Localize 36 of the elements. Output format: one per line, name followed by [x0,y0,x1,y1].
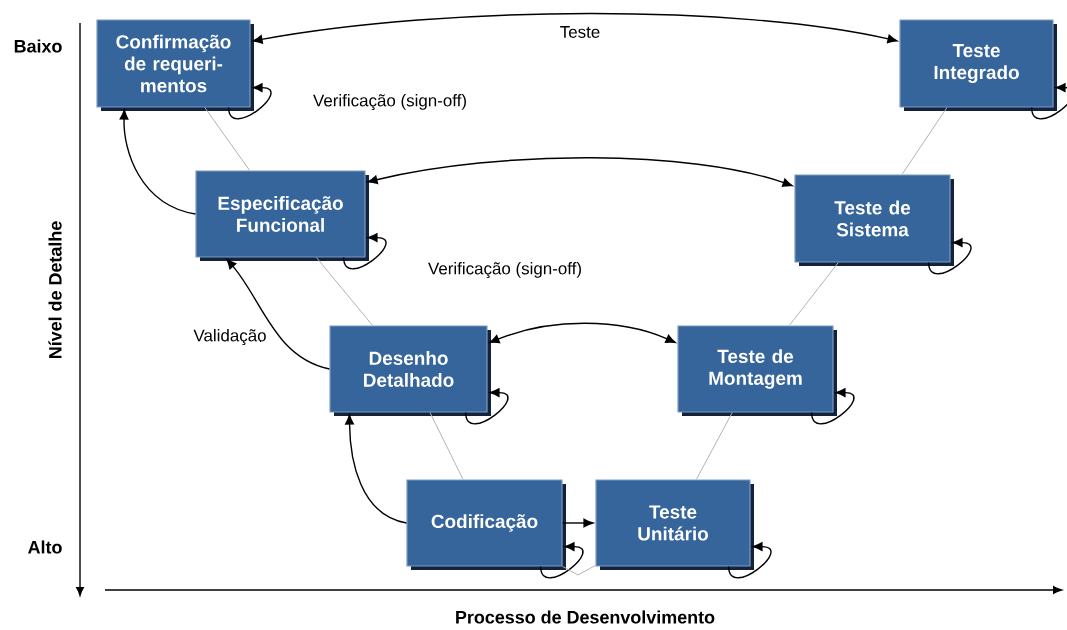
arrow [810,388,855,425]
arrow [252,12,898,44]
process-box: Teste Integrado [899,19,1057,111]
axis-label: Processo de Desenvolvimento [456,610,715,624]
arrow [727,542,772,579]
arrow [927,238,972,275]
arrow [367,157,793,187]
connector-line [788,262,839,326]
process-box: Codificação [406,479,566,570]
axis-label: Alto [28,540,62,554]
edge-label: Validação [192,328,268,346]
edge-label: Verificação (sign-off) [426,261,584,279]
arrow [539,542,584,579]
axis-label: Nível de Detalhe [48,221,62,359]
connector-line [901,107,948,175]
process-box: Teste de Sistema [794,174,954,266]
arrow [561,518,594,528]
edge-label: Teste [558,25,602,39]
process-box: Confirmação de requeri- mentos [96,19,254,111]
edge-label: Verificação (sign-off) [311,93,469,111]
connector-line [204,107,251,171]
process-box: Teste Unitário [595,479,754,570]
connector-line [562,564,596,576]
axis-label: Baixo [14,39,62,53]
arrow [227,83,272,120]
arrow [226,258,331,370]
arrow [342,233,387,270]
connector-line [316,257,373,326]
connector-line [695,412,733,480]
process-box: Teste de Montagem [677,325,837,416]
arrow [345,414,408,524]
process-box: Especificação Funcional [195,170,369,261]
arrow [119,109,197,215]
arrow [489,322,676,344]
connector-line [429,412,464,480]
process-box: Desenho Detalhado [329,325,491,416]
